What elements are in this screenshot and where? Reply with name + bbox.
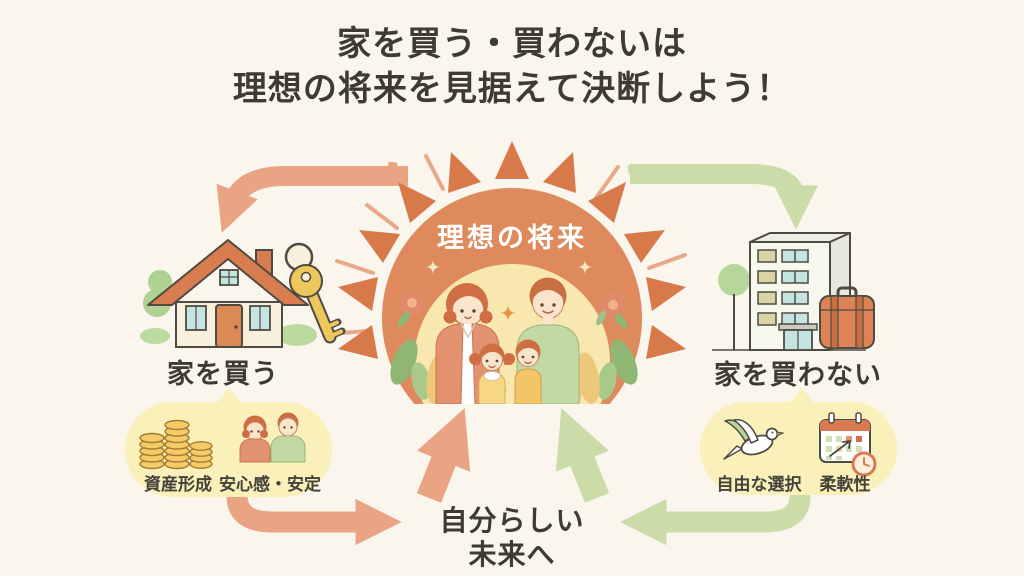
sparkle-icon <box>425 259 441 275</box>
page-title: 家を買う・買わないは 理想の将来を見据えて決断しよう！ <box>0 22 1024 112</box>
benefit-label-flexibility: 柔軟性 <box>819 475 871 494</box>
key-icon <box>284 242 346 344</box>
own-future-label: 自分らしい 未来へ <box>439 504 584 572</box>
title-line-1: 家を買う・買わないは <box>337 25 687 63</box>
buy-house-label: 家を買う <box>167 359 279 389</box>
ideal-future-label: 理想の将来 <box>437 223 587 253</box>
sun-ray-lines <box>327 154 687 336</box>
family-icon <box>390 277 638 404</box>
building-windows <box>757 249 809 326</box>
son <box>514 339 542 404</box>
coin-stack-icon <box>139 419 213 470</box>
sparkle-icon <box>577 259 593 275</box>
confetti-square-left <box>387 161 398 172</box>
arrow-not-buy-benefits-to-future <box>620 468 811 546</box>
buy-benefits-bubble <box>125 388 332 497</box>
arrow-future-up-right <box>555 408 610 503</box>
own-future-line-1: 自分らしい <box>439 505 585 536</box>
benefit-label-security-stability: 安心感・安定 <box>219 475 321 494</box>
door <box>215 304 243 348</box>
arrow-sun-to-buy <box>216 166 408 233</box>
arrow-future-up-left <box>416 408 471 503</box>
not-buy-benefits-bubble <box>700 388 897 495</box>
calendar-clock-icon <box>819 412 877 477</box>
dove-icon <box>723 418 785 460</box>
arrow-sun-to-not-buy <box>630 164 819 230</box>
title-line-2: 理想の将来を見据えて決断しよう！ <box>232 70 792 108</box>
couple-icon <box>239 412 306 463</box>
suitcase-icon <box>819 286 875 349</box>
not-buy-house-label: 家を買わない <box>714 360 882 390</box>
own-future-line-2: 未来へ <box>468 539 556 570</box>
sparkle-icon <box>499 304 517 322</box>
benefit-label-asset-building: 資産形成 <box>144 475 212 494</box>
daughter <box>469 343 515 404</box>
benefit-label-free-choice: 自由な選択 <box>716 475 802 494</box>
building-suitcase-icon <box>712 232 875 351</box>
sun-ray-triangles <box>338 141 686 359</box>
house-key-icon <box>140 239 346 348</box>
confetti-square-right <box>627 164 638 175</box>
